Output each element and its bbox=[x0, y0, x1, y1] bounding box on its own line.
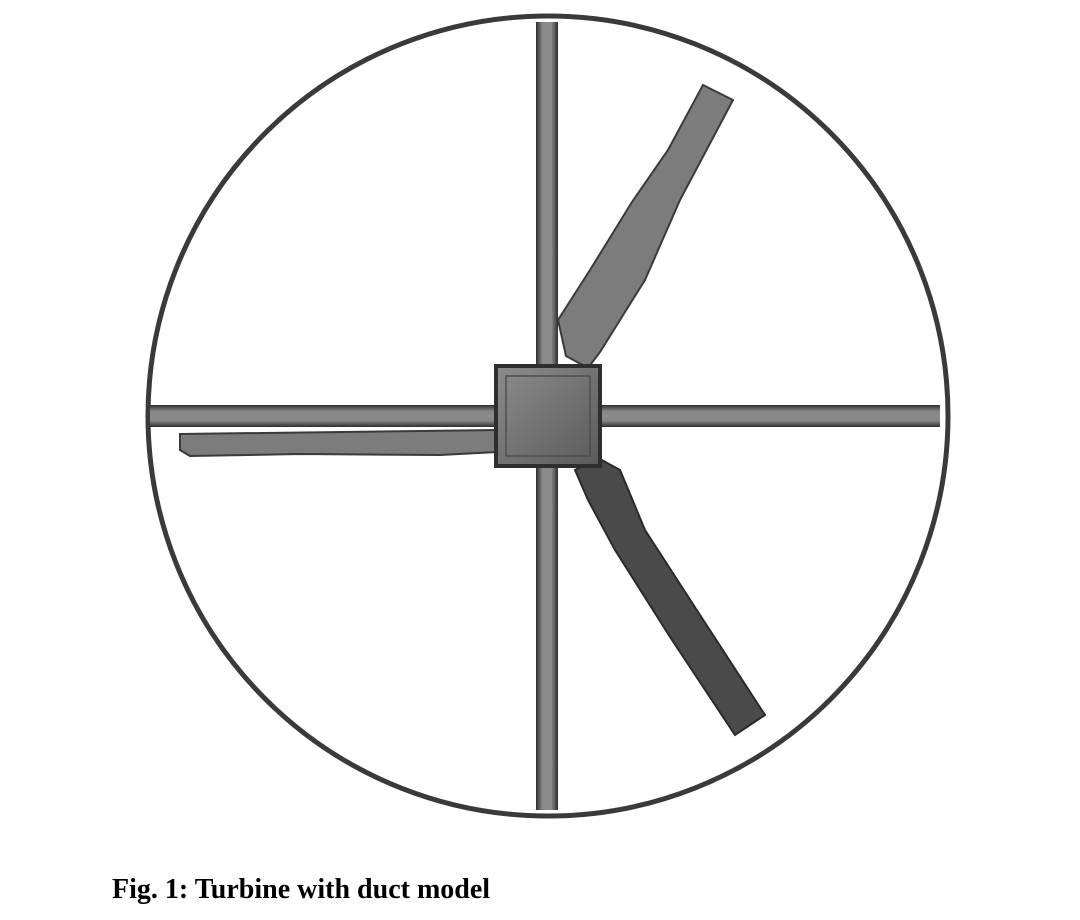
figure-caption: Fig. 1: Turbine with duct model bbox=[112, 874, 491, 905]
strut-left bbox=[150, 405, 498, 427]
strut-top bbox=[536, 22, 558, 372]
hub-inner bbox=[505, 375, 591, 457]
strut-right bbox=[600, 405, 940, 427]
blade-upper-right bbox=[556, 83, 735, 370]
blade-lower-right bbox=[573, 456, 767, 737]
duct-ring bbox=[145, 13, 951, 819]
blade-left bbox=[179, 428, 498, 458]
strut-bottom bbox=[536, 462, 558, 810]
hub bbox=[494, 364, 602, 468]
